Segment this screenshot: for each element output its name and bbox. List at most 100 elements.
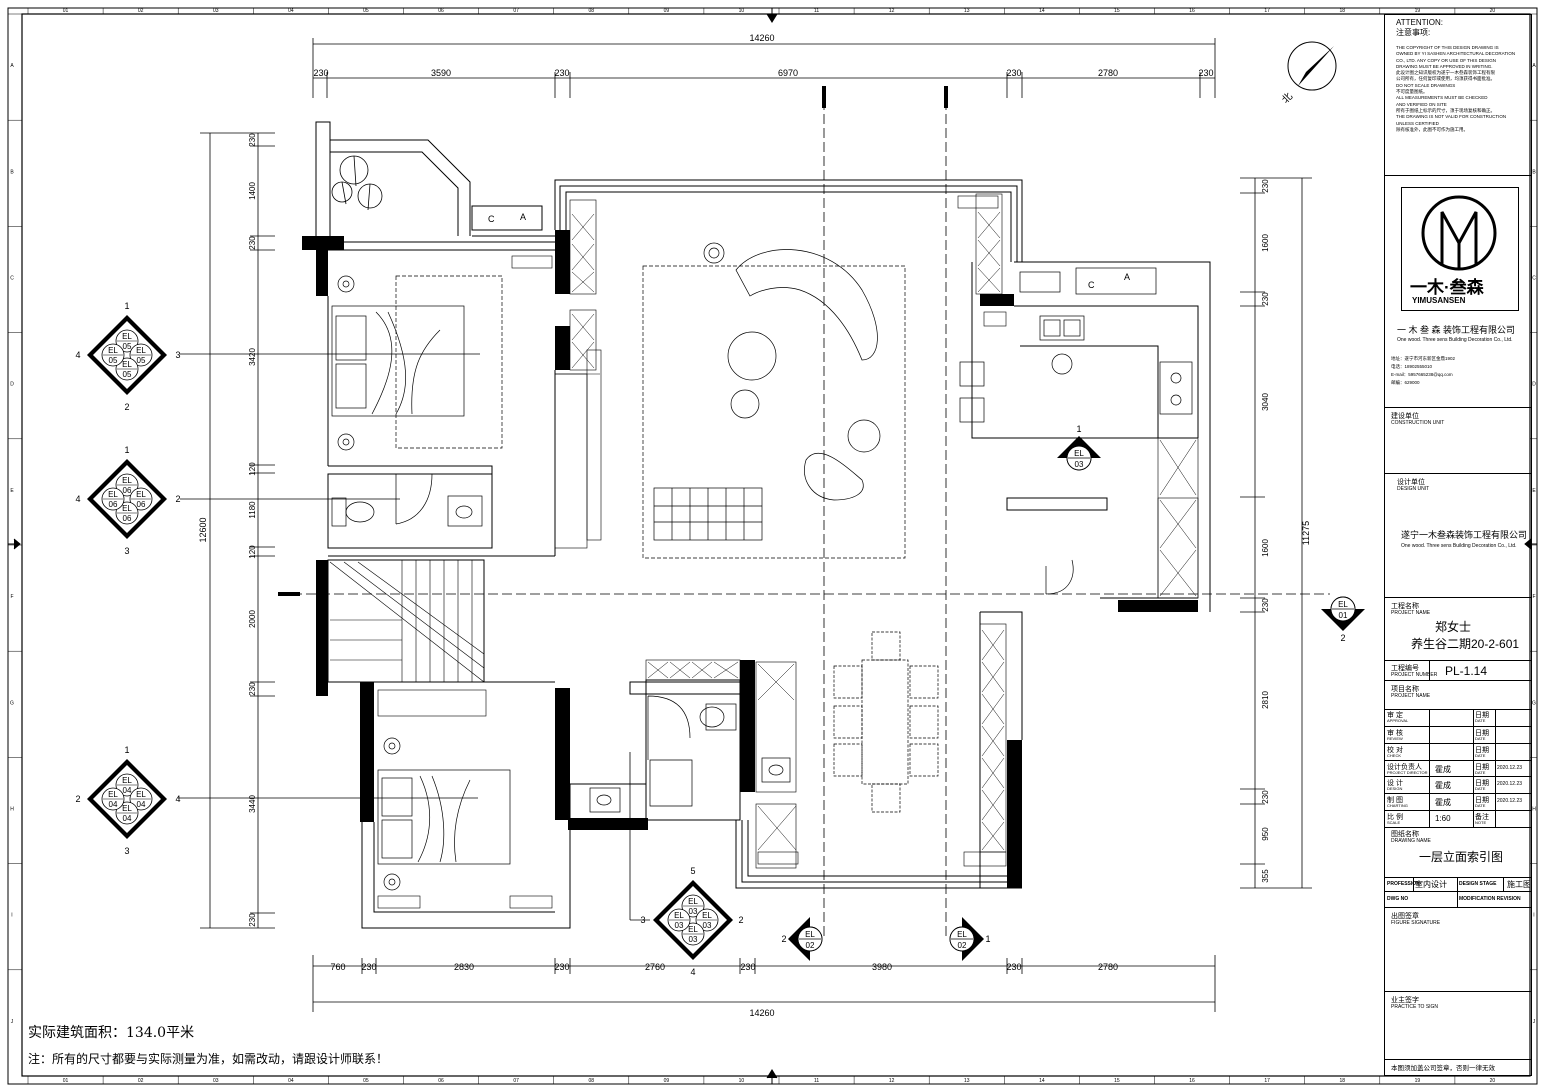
el-text: EL <box>136 490 146 499</box>
dim-left-seg-1: 1400 <box>248 182 257 200</box>
date-cn: 日期 <box>1475 729 1489 737</box>
section-lines <box>278 86 1330 940</box>
design-company-cn: 遂宁一木叁森装饰工程有限公司 <box>1401 530 1528 540</box>
el-direction-number: 2 <box>175 494 180 504</box>
construction-unit-cn: 建设单位 <box>1391 413 1419 420</box>
attention-line: UNLESS CERTIFIED <box>1396 120 1439 126</box>
el-sheet: 05 <box>137 356 146 365</box>
grid-col-20: 20 <box>1490 1078 1496 1084</box>
project-title: 养生谷二期20-2-601 <box>1411 637 1520 651</box>
el-direction-number: 3 <box>175 350 180 360</box>
grid-col-08: 08 <box>588 1078 594 1084</box>
el-text: EL <box>136 346 146 355</box>
ac-label-c-2: C <box>1088 280 1095 290</box>
grid-col-02: 02 <box>138 8 144 14</box>
dim-top-seg-6: 230 <box>1198 68 1213 78</box>
grid-col-08: 08 <box>588 8 594 14</box>
dim-left-seg-8: 230 <box>248 682 257 696</box>
el-sheet: 05 <box>109 356 118 365</box>
el-direction-number: 1 <box>124 445 129 455</box>
drawing-name: 一层立面索引图 <box>1419 850 1504 864</box>
dim-right-seg-7: 230 <box>1261 790 1270 804</box>
contact-line: 电话：18902555010 <box>1391 364 1433 369</box>
attention-line: 所有于图纸上标示的尺寸，须于现场复核和确正。 <box>1396 107 1495 113</box>
attention-line: AND VERIFIED ON SITE <box>1396 101 1447 107</box>
grid-row-G: G <box>10 700 14 706</box>
drawing-name-cn: 图纸名称 <box>1391 831 1419 838</box>
grid-col-18: 18 <box>1339 1078 1345 1084</box>
ac-label-a-2: A <box>1124 272 1130 282</box>
grid-row-B: B <box>1532 169 1536 175</box>
el-sheet: 05 <box>123 370 132 379</box>
grid-col-10: 10 <box>739 8 745 14</box>
stage-divider-1 <box>1413 877 1414 891</box>
el-sheet: 03 <box>689 907 698 916</box>
el-text: EL <box>805 930 815 939</box>
grid-row-E: E <box>1532 488 1536 494</box>
row-divider <box>1473 777 1474 794</box>
grid-column-labels: 0101020203030404050506060707080809091010… <box>27 8 1496 1084</box>
dim-bottom-seg-7: 230 <box>1006 962 1021 972</box>
bedroom-furniture <box>331 275 511 891</box>
el-text: EL <box>688 925 698 934</box>
modification-en: MODIFICATION REVISION <box>1459 896 1521 902</box>
date-en: DATE <box>1475 769 1486 775</box>
grid-col-02: 02 <box>138 1078 144 1084</box>
date-value: 2020.12.23 <box>1497 764 1523 771</box>
dim-top-seg-4: 230 <box>1006 68 1021 78</box>
role-en: PROJECT DIRECTOR <box>1387 769 1428 775</box>
el-sheet: 03 <box>703 921 712 930</box>
dim-right-seg-1: 1600 <box>1261 234 1270 252</box>
grid-row-J: J <box>1533 1019 1536 1025</box>
el-direction-number: 5 <box>690 866 695 876</box>
logo-cn: 一木·叁森 <box>1410 278 1484 297</box>
dim-top-seg-2: 230 <box>554 68 569 78</box>
role-en: SCALE <box>1387 820 1401 826</box>
row-divider <box>1473 760 1474 777</box>
title-block: ATTENTION: 注意事项: THE COPYRIGHT OF THIS D… <box>1384 14 1532 1076</box>
attention-line: 此设计图之知识版权为遂宁一木叁森装饰工程有限 <box>1396 70 1495 76</box>
date-cn: 日期 <box>1475 780 1489 788</box>
el-text: EL <box>108 490 118 499</box>
el-direction-number: 3 <box>124 546 129 556</box>
el-direction-number: 3 <box>640 915 645 925</box>
general-note: 注：所有的尺寸都要与实际测量为准，如需改动，请跟设计师联系！ <box>28 1052 389 1066</box>
role-en: APPROVAL <box>1387 718 1409 723</box>
el-direction-number: 1 <box>124 745 129 755</box>
attention-line: DRAWING MUST BE APPROVED IN WRITING. <box>1396 63 1493 69</box>
el-sheet: 06 <box>137 500 146 509</box>
contact-line: 邮编：629000 <box>1391 380 1420 385</box>
el-sheet: 01 <box>1339 611 1348 620</box>
construction-unit-en: CONSTRUCTION UNIT <box>1391 420 1445 426</box>
contact-line: 地址：遂宁市河东新区金鼎1902 <box>1391 356 1456 361</box>
el-text: EL <box>688 897 698 906</box>
el-text: EL <box>122 476 132 485</box>
attention-line: 除有核准外，此图不可作为施工用。 <box>1396 126 1468 132</box>
row-divider <box>1429 743 1430 760</box>
center-mark-bottom <box>766 1069 778 1084</box>
grid-col-03: 03 <box>213 8 219 14</box>
item-name-en: PROJECT NAME <box>1391 693 1431 699</box>
attention-line: ALL MEASUREMENTS MUST BE CHECKED <box>1396 95 1488 101</box>
cabinet-crosses <box>571 211 1197 851</box>
grid-col-11: 11 <box>814 8 819 14</box>
grid-col-20: 20 <box>1490 8 1496 14</box>
attention-line: THE COPYRIGHT OF THIS DESIGN DRAWING IS <box>1396 45 1499 50</box>
el-sheet: 06 <box>123 486 132 495</box>
el-sheet: 06 <box>109 500 118 509</box>
grid-col-14: 14 <box>1039 8 1045 14</box>
grid-col-12: 12 <box>889 1078 895 1084</box>
design-unit-en: DESIGN UNIT <box>1397 486 1430 492</box>
role-cn: 设计负责人 <box>1387 763 1422 771</box>
design-company-en: One wood. Three sens Building Decoration… <box>1401 543 1517 549</box>
dim-top-total: 14260 <box>749 33 774 43</box>
item-name-cn: 项目名称 <box>1391 686 1419 693</box>
design-stage-en: DESIGN STAGE <box>1459 881 1497 887</box>
